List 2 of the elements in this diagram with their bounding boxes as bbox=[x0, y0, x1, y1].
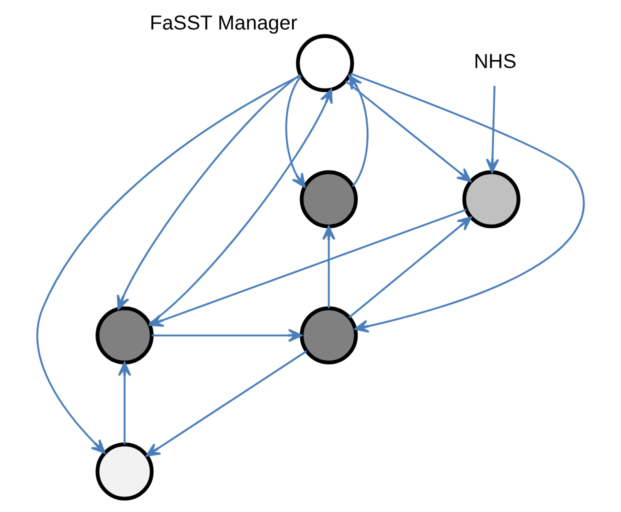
node-label: FaSST Manager bbox=[150, 12, 298, 35]
node-text: NHS bbox=[474, 50, 516, 73]
